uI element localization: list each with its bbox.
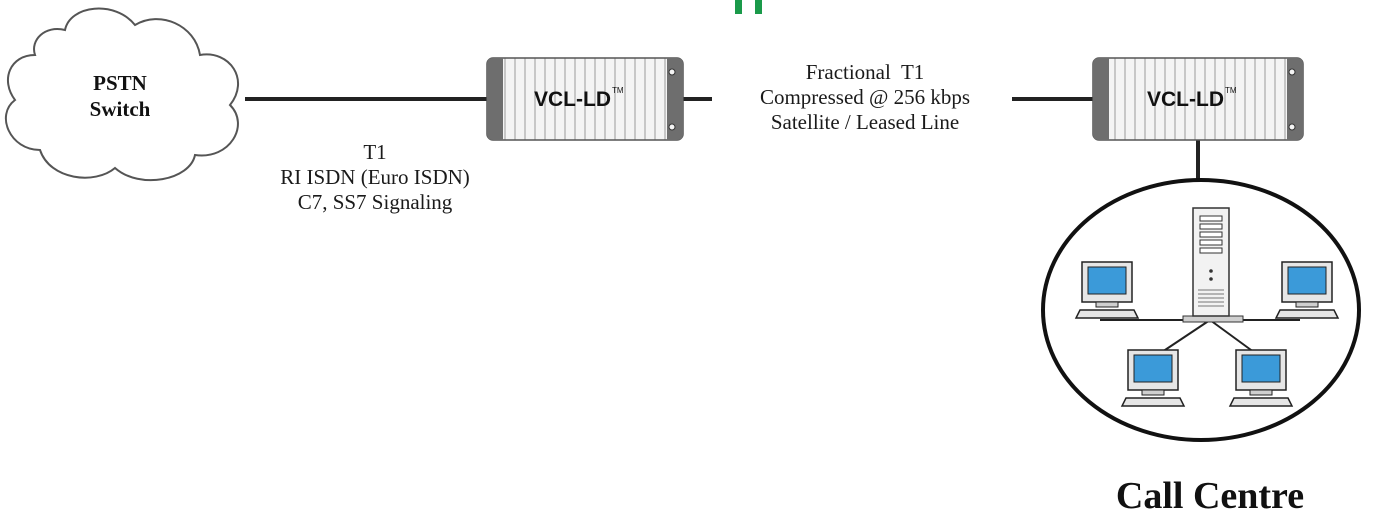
pstn-label-line2: Switch [89, 97, 151, 121]
vcl-ld-device-right [1092, 57, 1304, 141]
connection-lines [245, 97, 1200, 183]
pstn-label-line1: PSTN [93, 71, 147, 95]
vcl-ld-device-left [486, 57, 684, 141]
server-icon [1182, 207, 1244, 323]
link-left-line1: T1 [363, 140, 387, 164]
link-left-line2: RI ISDN (Euro ISDN) [280, 165, 470, 189]
link-left-line3: C7, SS7 Signaling [297, 190, 453, 214]
device-left-label: VCL-LDTM [534, 86, 624, 112]
device-right-label: VCL-LDTM [1147, 86, 1237, 112]
trademark-mark: TM [1225, 86, 1237, 95]
device-right-name: VCL-LD [1147, 88, 1224, 111]
link-left-label: T1 RI ISDN (Euro ISDN) C7, SS7 Signaling [230, 140, 520, 215]
pstn-cloud-icon [4, 7, 240, 182]
device-left-name: VCL-LD [534, 88, 611, 111]
workstation-icon [1228, 349, 1294, 407]
trademark-mark: TM [612, 86, 624, 95]
call-centre-title: Call Centre [1115, 475, 1305, 517]
workstation-icon [1120, 349, 1186, 407]
link-middle-line1: Fractional T1 [805, 60, 925, 84]
link-middle-label: Fractional T1 Compressed @ 256 kbps Sate… [715, 60, 1015, 135]
call-centre-network [1041, 178, 1361, 442]
pstn-switch-label: PSTN Switch [60, 70, 180, 122]
workstation-icon [1074, 261, 1140, 319]
link-middle-line3: Satellite / Leased Line [770, 110, 960, 134]
workstation-icon [1274, 261, 1340, 319]
header-logo-fragment [735, 0, 762, 14]
link-middle-line2: Compressed @ 256 kbps [759, 85, 971, 109]
